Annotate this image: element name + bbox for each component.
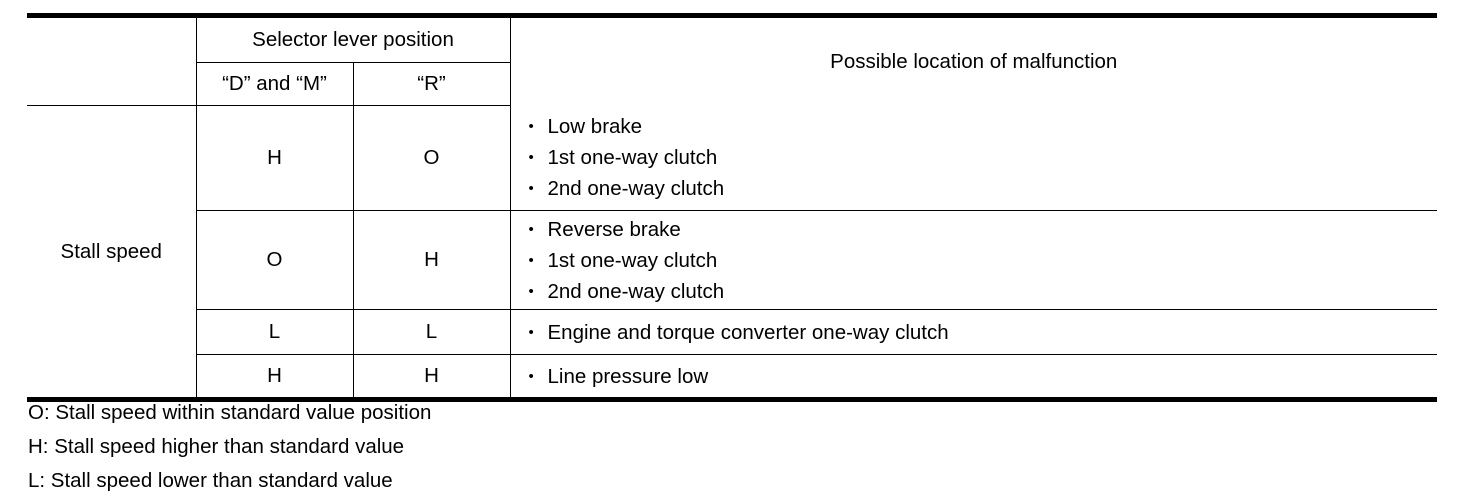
malfunction-list-row-1: Low brake 1st one-way clutch 2nd one-way… [511,111,1438,204]
table-header-row-sub: “D” and “M” “R” [27,62,1437,106]
cell-r-row-2: H [352,210,510,310]
footnote-h: H: Stall speed higher than standard valu… [28,435,405,458]
list-item: 1st one-way clutch [529,245,1438,276]
malfunction-list-row-3: Engine and torque converter one-way clut… [511,317,1438,348]
cell-dm-row-2: O [195,210,353,310]
cell-dm-row-3: L [195,309,353,355]
cell-dm-row-4: H [195,354,353,402]
cell-dm-row-1: H [195,105,353,211]
list-item: 1st one-way clutch [529,142,1438,173]
table-row: O H Reverse brake 1st one-way clutch 2nd… [27,210,1438,310]
table-row: H H Line pressure low [27,354,1438,402]
cell-r-row-4: H [352,354,510,402]
list-item: Line pressure low [529,361,1438,392]
cell-malfunction-row-3: Engine and torque converter one-way clut… [509,309,1438,355]
table-row: L L Engine and torque converter one-way … [27,309,1438,355]
stall-speed-diagnosis-table: Selector lever position Possible locatio… [27,13,1437,402]
malfunction-list-row-4: Line pressure low [511,361,1438,392]
cell-r-row-3: L [352,309,510,355]
cell-malfunction-row-2: Reverse brake 1st one-way clutch 2nd one… [509,210,1438,310]
row-group-label-stall-speed: Stall speed [27,105,196,402]
footnote-l: L: Stall speed lower than standard value [28,469,393,492]
legend-footnotes: O: Stall speed within standard value pos… [28,396,1028,498]
cell-malfunction-row-4: Line pressure low [509,354,1438,402]
stall-speed-diagnosis-table-wrapper: Selector lever position Possible locatio… [27,13,1437,402]
list-item: 2nd one-way clutch [529,173,1438,204]
cell-r-row-1: O [352,105,510,211]
footnote-o: O: Stall speed within standard value pos… [28,401,432,424]
list-item: Low brake [529,111,1438,142]
table-header-row-group: Selector lever position Possible locatio… [27,13,1437,106]
malfunction-list-row-2: Reverse brake 1st one-way clutch 2nd one… [511,214,1438,307]
header-empty-corner-cell [27,13,196,63]
header-position-d-and-m: “D” and “M” [195,62,353,106]
list-item: Engine and torque converter one-way clut… [529,317,1438,348]
header-possible-location-of-malfunction: Possible location of malfunction [509,13,1437,106]
header-empty-corner-cell-2 [27,62,196,106]
cell-malfunction-row-1: Low brake 1st one-way clutch 2nd one-way… [509,105,1438,211]
header-selector-lever-position: Selector lever position [195,13,510,63]
list-item: 2nd one-way clutch [529,276,1438,307]
list-item: Reverse brake [529,214,1438,245]
table-row: Stall speed H O Low brake 1st one-way cl… [27,105,1438,402]
header-position-r: “R” [352,62,510,106]
